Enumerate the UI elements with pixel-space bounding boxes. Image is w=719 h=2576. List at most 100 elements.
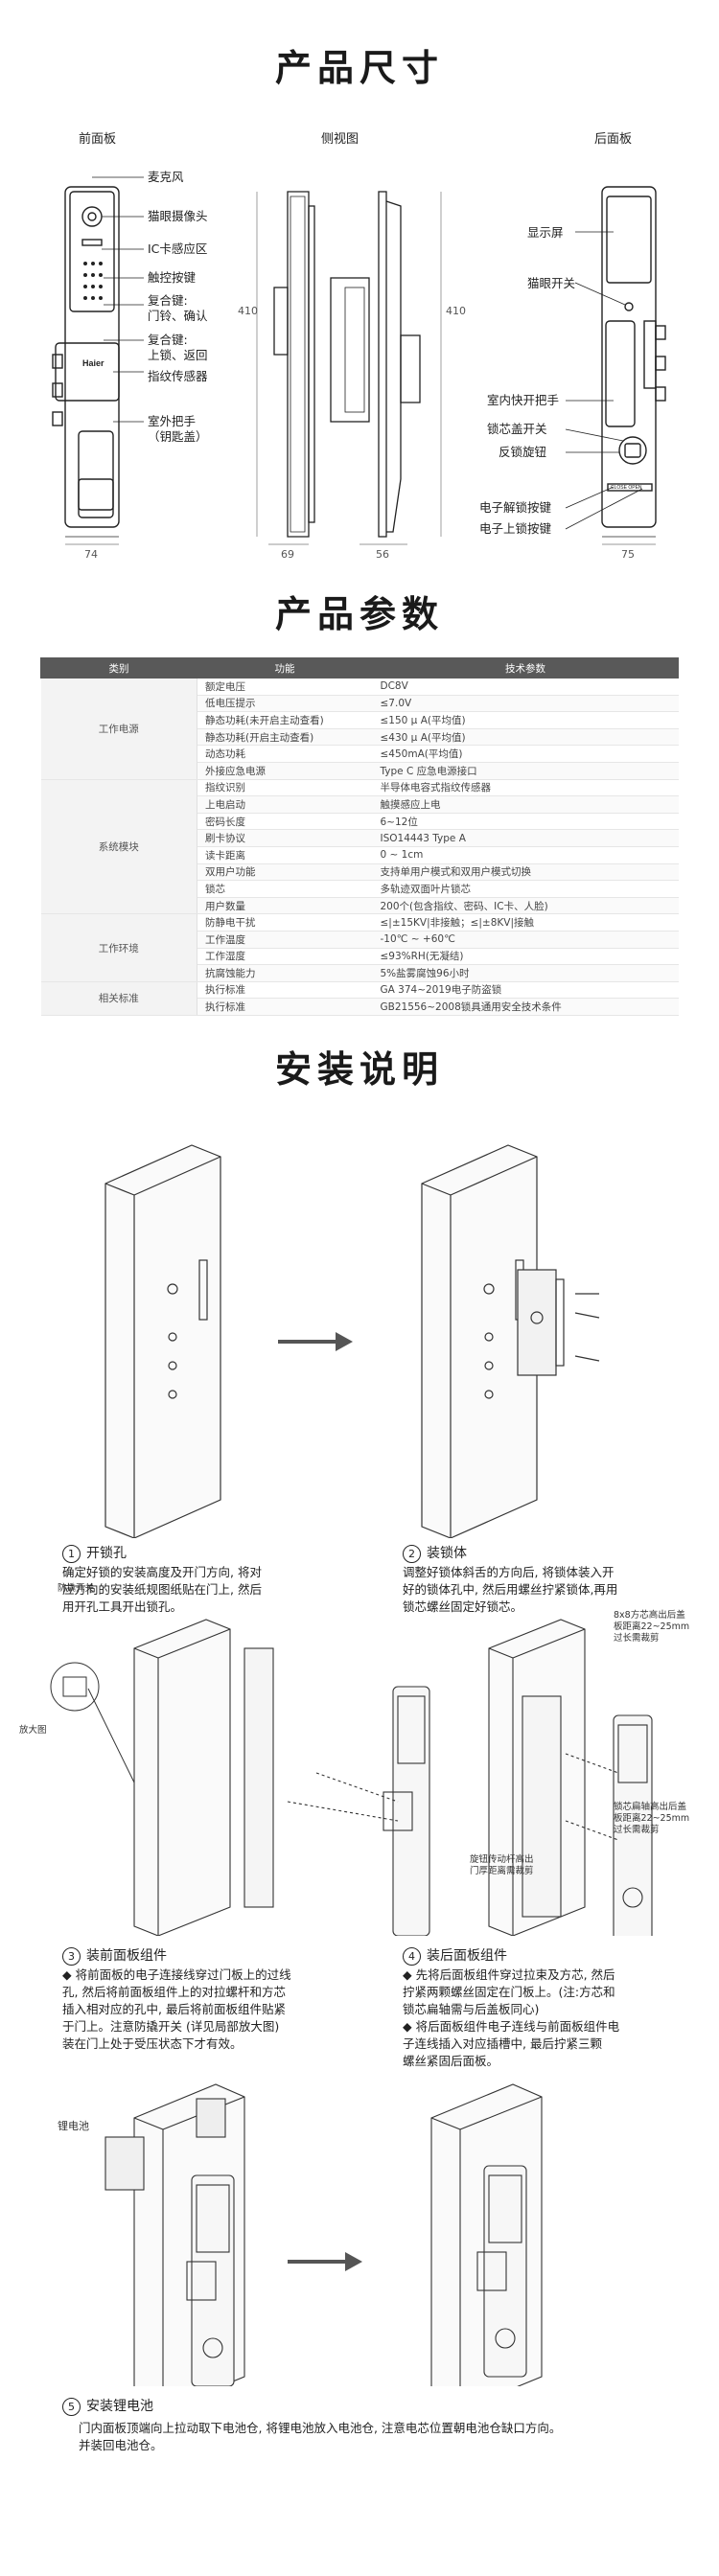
callout-display: 显示屏 bbox=[527, 225, 564, 240]
function-cell: 读卡距离 bbox=[197, 846, 373, 864]
function-cell: 防静电干扰 bbox=[197, 913, 373, 932]
step-2-number: 2 bbox=[403, 1545, 421, 1563]
label-tamper-switch: 防撬开关 bbox=[58, 1583, 95, 1594]
callout-ic-card-area: IC卡感应区 bbox=[148, 242, 208, 256]
note-line: 8x8方芯高出后盖 bbox=[614, 1610, 685, 1621]
callout-peephole-camera: 猫眼摄像头 bbox=[148, 209, 208, 223]
callout-microphone: 麦克风 bbox=[148, 170, 184, 184]
step-3-line: 于门上。注意防撬开关 (详见局部放大图) bbox=[62, 2019, 280, 2034]
note-line: 板距离22~25mm bbox=[614, 1813, 690, 1824]
note-line: 门厚距离需裁剪 bbox=[470, 1866, 534, 1876]
note-line: 旋钮传动杆高出 bbox=[470, 1854, 534, 1865]
section-title-parameters: 产品参数 bbox=[274, 593, 444, 635]
dim-height-left: 410 bbox=[238, 305, 258, 317]
function-cell: 额定电压 bbox=[197, 678, 373, 696]
callout-key-cover: （钥匙盖） bbox=[148, 429, 208, 444]
function-cell: 上电启动 bbox=[197, 795, 373, 814]
dim-front-width: 74 bbox=[84, 548, 98, 561]
spec-cell: 触摸感应上电 bbox=[372, 795, 679, 814]
step-3-line: 插入相对应的孔中, 最后将前面板组件贴紧 bbox=[62, 2002, 286, 2016]
table-row: 低电压提示≤7.0V bbox=[41, 695, 679, 713]
note-line: 过长需裁剪 bbox=[614, 1825, 660, 1835]
table-row: 上电启动触摸感应上电 bbox=[41, 795, 679, 814]
step-2-line: 调整好锁体斜舌的方向后, 将锁体装入开 bbox=[403, 1565, 615, 1579]
step-3-label: 装前面板组件 bbox=[86, 1948, 167, 1964]
step-5-line: 并装回电池仓。 bbox=[79, 2438, 163, 2452]
step-4-number: 4 bbox=[403, 1947, 421, 1966]
callout-peephole-switch: 猫眼开关 bbox=[527, 276, 576, 290]
note-line: 锁芯扁轴高出后盖 bbox=[614, 1802, 687, 1812]
door-illustration-step1 bbox=[104, 1144, 221, 1538]
step-1-line: 用开孔工具开出锁孔。 bbox=[62, 1599, 183, 1614]
view-label-back: 后面板 bbox=[594, 132, 633, 147]
brand-logo-front: Haier bbox=[82, 358, 104, 368]
table-row: 工作湿度≤93%RH(无凝结) bbox=[41, 948, 679, 966]
spec-cell: ≤7.0V bbox=[372, 695, 679, 713]
step-5-number: 5 bbox=[62, 2398, 81, 2416]
spec-cell: 半导体电容式指纹传感器 bbox=[372, 779, 679, 797]
callout-electronic-unlock-key: 电子解锁按键 bbox=[479, 500, 552, 515]
step-5-line: 门内面板顶端向上拉动取下电池仓, 将锂电池放入电池仓, 注意电芯位置朝电池仓缺口… bbox=[79, 2421, 562, 2435]
back-panel-drawing bbox=[601, 186, 666, 538]
back-panel-close-open: CLOSE OPEN bbox=[611, 485, 642, 491]
section-title-dimensions: 产品尺寸 bbox=[274, 47, 444, 89]
category-cell: 相关标准 bbox=[40, 981, 197, 1016]
table-row: 静态功耗(未开启主动查看)≤150 μ A(平均值) bbox=[41, 711, 679, 729]
function-cell: 密码长度 bbox=[197, 813, 373, 831]
dim-back-width: 75 bbox=[621, 548, 635, 561]
note-cylinder-axis: 锁芯扁轴高出后盖 板距离22~25mm 过长需裁剪 bbox=[614, 1802, 689, 1836]
tamper-zoom-illustration bbox=[50, 1662, 135, 1783]
function-cell: 抗腐蚀能力 bbox=[197, 964, 373, 982]
step-4-line: 螺丝紧固后面板。 bbox=[403, 2054, 499, 2068]
step-3-number: 3 bbox=[62, 1947, 81, 1966]
callout-cylinder-cover-switch: 锁芯盖开关 bbox=[487, 422, 547, 436]
step-3-line: 装在门上处于受压状态下才有效。 bbox=[62, 2036, 243, 2051]
step-4-line: 拧紧两颗螺丝固定在门板上。(注:方芯和 bbox=[403, 1985, 615, 1999]
category-cell: 工作环境 bbox=[40, 913, 197, 982]
callout-combo-key-1-desc: 门铃、确认 bbox=[148, 309, 208, 323]
table-row: 系统模块指纹识别半导体电容式指纹传感器 bbox=[40, 779, 679, 915]
spec-cell: 5%盐雾腐蚀96小时 bbox=[372, 964, 679, 982]
step-4-line: 锁芯扁轴需与后盖板同心) bbox=[403, 2002, 540, 2016]
spec-cell: 支持单用户模式和双用户模式切换 bbox=[372, 863, 679, 882]
table-row: 锁芯多轨迹双面叶片锁芯 bbox=[41, 880, 679, 898]
callout-combo-key-2: 复合键: bbox=[148, 333, 188, 347]
function-cell: 锁芯 bbox=[197, 880, 373, 898]
function-cell: 静态功耗(开启主动查看) bbox=[197, 728, 373, 747]
callout-electronic-lock-key: 电子上锁按键 bbox=[479, 521, 552, 536]
table-row: 双用户功能支持单用户模式和双用户模式切换 bbox=[41, 863, 679, 882]
table-row: 工作温度-10℃ ~ +60℃ bbox=[41, 931, 679, 949]
step-2-text: 调整好锁体斜舌的方向后, 将锁体装入开 好的锁体孔中, 然后用螺丝拧紧锁体,再用… bbox=[403, 1564, 617, 1616]
step-3-line: 孔, 然后将前面板组件上的对拉螺杆和方芯 bbox=[62, 1985, 286, 1999]
arrow-icon bbox=[288, 2252, 362, 2271]
function-cell: 指纹识别 bbox=[197, 779, 373, 797]
header-spec: 技术参数 bbox=[372, 657, 679, 678]
step-1-number: 1 bbox=[62, 1545, 81, 1563]
step-1-line: 应方向的安装纸规图纸贴在门上, 然后 bbox=[62, 1582, 262, 1597]
spec-cell: 多轨迹双面叶片锁芯 bbox=[372, 880, 679, 898]
function-cell: 执行标准 bbox=[197, 998, 373, 1016]
back-panel-install-illustration bbox=[488, 1619, 653, 1936]
callout-combo-key-1: 复合键: bbox=[148, 293, 188, 308]
label-lithium-battery: 锂电池 bbox=[58, 2120, 89, 2132]
table-row: 动态功耗≤450mA(平均值) bbox=[41, 745, 679, 763]
spec-cell: 6~12位 bbox=[372, 813, 679, 831]
function-cell: 静态功耗(未开启主动查看) bbox=[197, 711, 373, 729]
header-function: 功能 bbox=[197, 657, 373, 678]
dim-side-width-2: 56 bbox=[376, 548, 389, 561]
door-installed-illustration bbox=[430, 2083, 543, 2386]
front-panel-install-illustration bbox=[133, 1619, 430, 1936]
spec-cell: 0 ~ 1cm bbox=[372, 846, 679, 864]
function-cell: 工作湿度 bbox=[197, 948, 373, 966]
step-2-label: 装锁体 bbox=[427, 1546, 467, 1561]
spec-cell: 200个(包含指纹、密码、IC卡、人脸) bbox=[372, 897, 679, 915]
step-2-line: 锁芯螺丝固定好锁芯。 bbox=[403, 1599, 523, 1614]
step-4-text: ◆ 先将后面板组件穿过拉束及方芯, 然后 拧紧两颗螺丝固定在门板上。(注:方芯和… bbox=[403, 1966, 619, 2070]
view-label-side: 侧视图 bbox=[321, 132, 360, 147]
